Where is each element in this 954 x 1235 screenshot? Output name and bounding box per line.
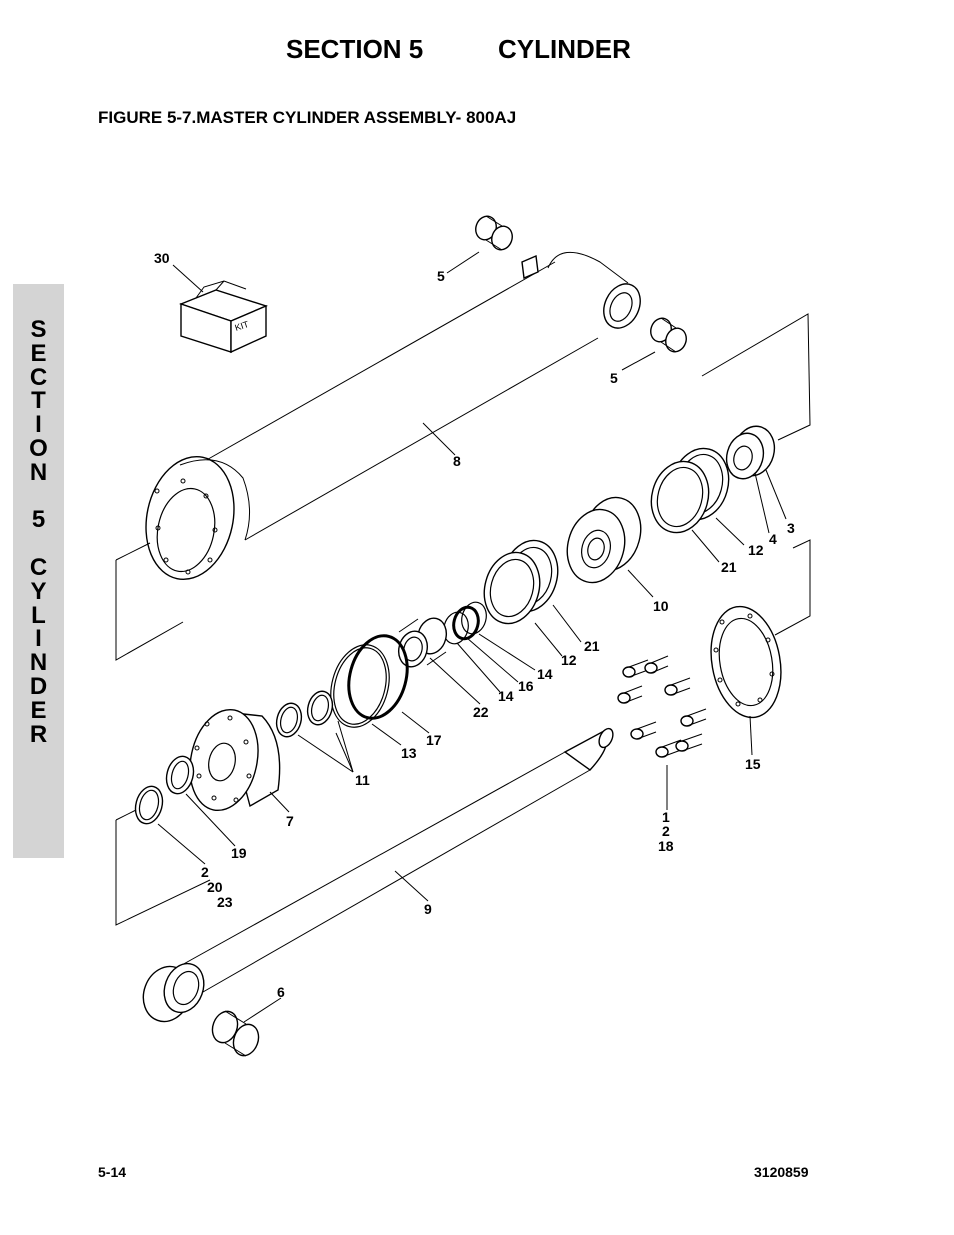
callout-6: 6 xyxy=(277,984,285,1000)
section-number: SECTION 5 xyxy=(286,34,424,64)
callout-8: 8 xyxy=(453,453,461,469)
head-o-rings xyxy=(330,634,409,728)
side-tab-letter: C xyxy=(29,553,48,581)
callout-17: 17 xyxy=(426,732,442,748)
callout-13: 13 xyxy=(401,745,417,761)
cap-screws xyxy=(617,655,707,758)
callout-18: 18 xyxy=(658,838,674,854)
side-tab-letter: E xyxy=(30,339,47,367)
side-tab-letter: N xyxy=(29,649,48,677)
callout-11: 11 xyxy=(355,772,370,788)
callout-22: 22 xyxy=(473,704,489,720)
callout-20: 20 xyxy=(207,879,223,895)
side-tab-letter: Y xyxy=(30,577,47,605)
side-tab-letter: C xyxy=(29,363,48,391)
side-tab-letter: O xyxy=(29,434,48,462)
callout-5-upper: 5 xyxy=(437,268,445,284)
piston-seals-upper xyxy=(650,447,730,534)
callout-4: 4 xyxy=(769,531,777,547)
side-tab-letter: L xyxy=(31,601,46,629)
side-tab-letter: S xyxy=(30,316,47,343)
callout-19: 19 xyxy=(231,845,247,861)
spacer xyxy=(397,617,448,668)
callout-15: 15 xyxy=(745,756,761,772)
callout-3: 3 xyxy=(787,520,795,536)
piston-nut xyxy=(725,425,776,480)
callout-2-screws: 2 xyxy=(662,823,670,839)
head-wear-rings xyxy=(275,690,334,738)
callout-21-lower: 21 xyxy=(584,638,600,654)
side-tab-letter: I xyxy=(35,625,42,653)
figure-title: FIGURE 5-7.MASTER CYLINDER ASSEMBLY- 800… xyxy=(98,108,517,127)
side-tab-letters: S E C T I O N 5 C Y L I N D E R xyxy=(13,318,64,746)
rod-end-bushing xyxy=(211,1010,260,1057)
bushing-lower xyxy=(650,317,687,353)
bushing-upper xyxy=(475,215,513,251)
side-tab-letter: 5 xyxy=(31,506,46,534)
callout-9: 9 xyxy=(424,901,432,917)
section-title: CYLINDER xyxy=(498,34,631,64)
side-tab-letter: N xyxy=(29,458,48,486)
callout-12-lower: 12 xyxy=(561,652,577,668)
callout-14-upper: 14 xyxy=(537,666,553,682)
callout-23: 23 xyxy=(217,894,233,910)
small-seals xyxy=(443,601,487,645)
rod-wiper-seals xyxy=(134,755,195,825)
piston xyxy=(566,496,642,584)
callout-10: 10 xyxy=(653,598,669,614)
callout-2: 2 xyxy=(201,864,209,880)
side-tab-letter: T xyxy=(31,387,46,415)
document-number: 3120859 xyxy=(754,1164,809,1180)
side-tab-letter: E xyxy=(30,696,47,724)
head-flange-gasket xyxy=(710,605,782,719)
cylinder-barrel xyxy=(145,251,641,581)
callout-1: 1 xyxy=(662,809,670,825)
assembly-axis-lines xyxy=(115,313,811,926)
callout-16: 16 xyxy=(518,678,534,694)
callout-21-upper: 21 xyxy=(721,559,737,575)
page-number: 5-14 xyxy=(98,1164,127,1180)
side-tab-letter: I xyxy=(35,411,42,439)
callout-7: 7 xyxy=(286,813,294,829)
piston-rod xyxy=(142,727,614,1023)
piston-seals-lower xyxy=(483,539,559,625)
leader-lines xyxy=(157,251,787,1023)
page-header: SECTION 5 CYLINDER xyxy=(0,34,954,68)
side-tab-letter: R xyxy=(29,720,48,748)
side-tab-letter: D xyxy=(29,672,48,700)
callout-5-lower: 5 xyxy=(610,370,618,386)
callout-numbers: 30 5 5 8 3 4 12 21 10 21 12 14 16 14 22 … xyxy=(154,250,795,1000)
callout-14-lower: 14 xyxy=(498,688,514,704)
section-side-tab[interactable]: S E C T I O N 5 C Y L I N D E R xyxy=(13,284,64,858)
kit-box-label: KIT xyxy=(234,319,251,333)
callout-30: 30 xyxy=(154,250,170,266)
callout-12-upper: 12 xyxy=(748,542,764,558)
cylinder-head xyxy=(189,708,281,812)
kit-box-illustration: KIT xyxy=(178,280,268,354)
